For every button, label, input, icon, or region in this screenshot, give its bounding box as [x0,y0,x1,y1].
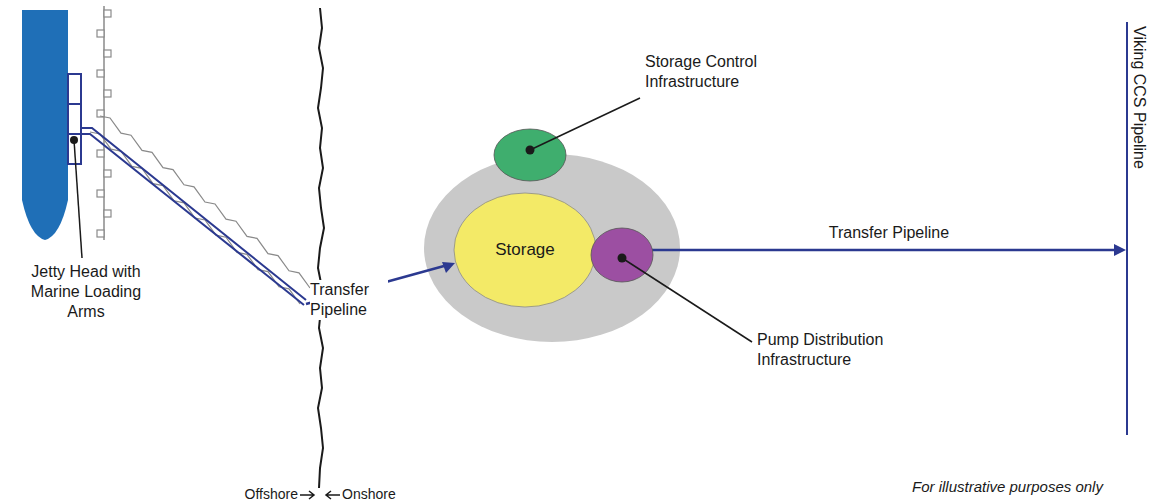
dolphin [104,210,111,217]
dolphin [104,50,111,57]
callout-dot [526,146,535,155]
loading-arm [68,74,81,104]
label-text: Pump Distribution Infrastructure [757,331,883,368]
zone-label: Onshore [342,486,422,504]
pipeline-band: Viking CCS Pipeline [1126,22,1148,435]
node-text: Storage [495,240,555,260]
dolphin [97,70,104,77]
jetty-structure [90,6,310,304]
note: For illustrative purposes only [912,478,1144,497]
leader-line [530,98,640,150]
onshore-arrow [326,491,340,499]
dolphin [104,90,111,97]
label-text: Onshore [342,486,396,502]
loading-arm [68,134,81,164]
node-text: Viking CCS Pipeline [1130,26,1149,169]
coastline [318,8,324,488]
arrowhead [1114,244,1126,256]
ship [22,10,68,240]
label-text: For illustrative purposes only [912,478,1103,495]
storage-site-area [424,154,680,342]
callout-label: Jetty Head with Marine Loading Arms [20,262,152,322]
callout-dot [618,254,627,263]
callout-label: Pump Distribution Infrastructure [757,330,907,370]
dolphin [104,170,111,177]
walkway [103,6,105,240]
arrowhead [442,262,455,273]
storage-control-area [494,129,566,181]
pump-distribution-area [591,228,653,282]
storage-shape [454,193,596,307]
storage-ellipse: Storage [453,192,597,308]
leader-line [622,258,752,342]
label-text: Storage Control Infrastructure [645,53,757,90]
dolphin [97,190,104,197]
dolphin [97,30,104,37]
pipeline-connector [595,244,1126,256]
dolphin [104,10,111,17]
pipeline-label: Transfer Pipeline [310,280,388,320]
offshore-arrow [300,491,314,499]
label-text: Transfer Pipeline [310,280,388,320]
dolphin [97,150,104,157]
leader-line [74,140,82,258]
loading-arm [68,104,81,134]
trestle-edge [100,116,310,288]
zone-label: Offshore [222,486,298,504]
label-text: Offshore [245,486,298,502]
label-text: Jetty Head with Marine Loading Arms [31,263,141,320]
connector-line [595,249,1114,252]
callout-label: Storage Control Infrastructure [645,52,795,92]
dolphin [97,230,104,237]
edge-label: Transfer Pipeline [826,223,952,242]
callout-dot [70,136,78,144]
